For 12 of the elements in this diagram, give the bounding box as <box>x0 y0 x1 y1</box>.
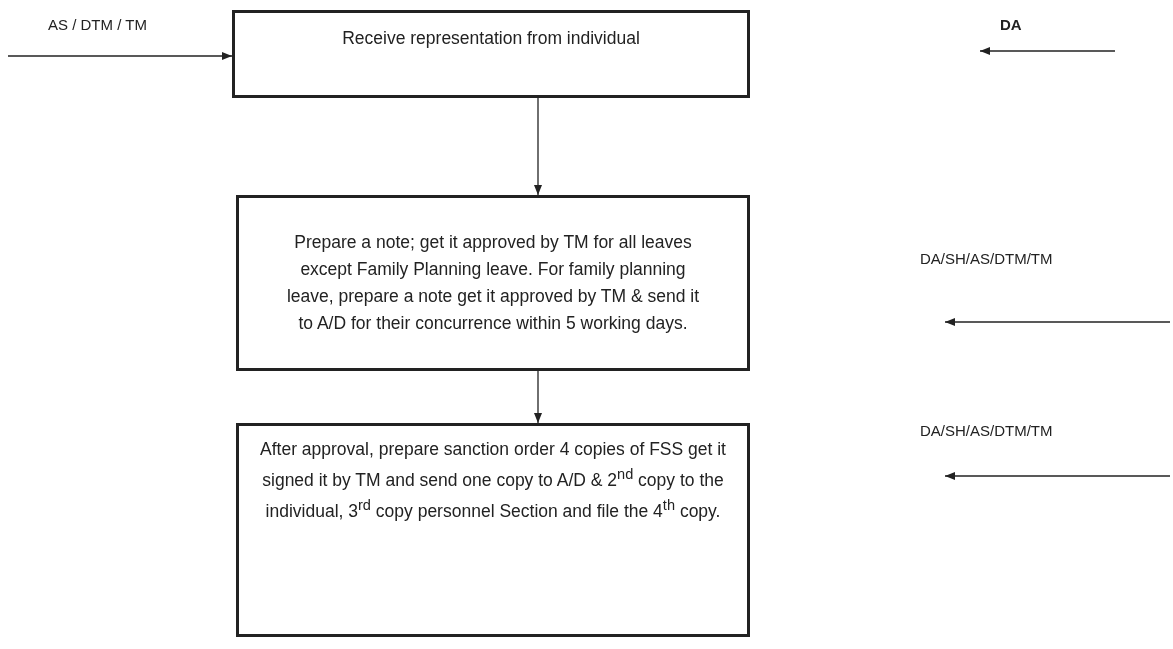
arrow <box>534 97 542 196</box>
arrow <box>7 52 233 60</box>
arrow <box>534 370 542 424</box>
process-box <box>232 10 750 98</box>
box-text: After approval, prepare sanction order 4 copies of FSS get it signed it by TM and send one copy to A/D & 2$^{nd}$ copy to the individual, 3$^{rd}$ copy personnel Section and file the 4$^{th}$ copy. <box>259 438 727 523</box>
process-box <box>236 195 750 371</box>
role-label: DA/SH/AS/DTM/TM <box>920 250 1053 267</box>
role-label: DA/SH/AS/DTM/TM <box>920 422 1053 439</box>
box-text: Prepare a note; get it approved by TM for all leaves except Family Planning leave. For family planning leave, prepare a note get it approved by TM & send it to A/D for their concurrence within 5 working days. <box>285 230 701 336</box>
edge-label: AS / DTM / TM <box>48 16 147 33</box>
box-text: Receive representation from individual <box>342 27 640 50</box>
process-box <box>236 423 750 637</box>
